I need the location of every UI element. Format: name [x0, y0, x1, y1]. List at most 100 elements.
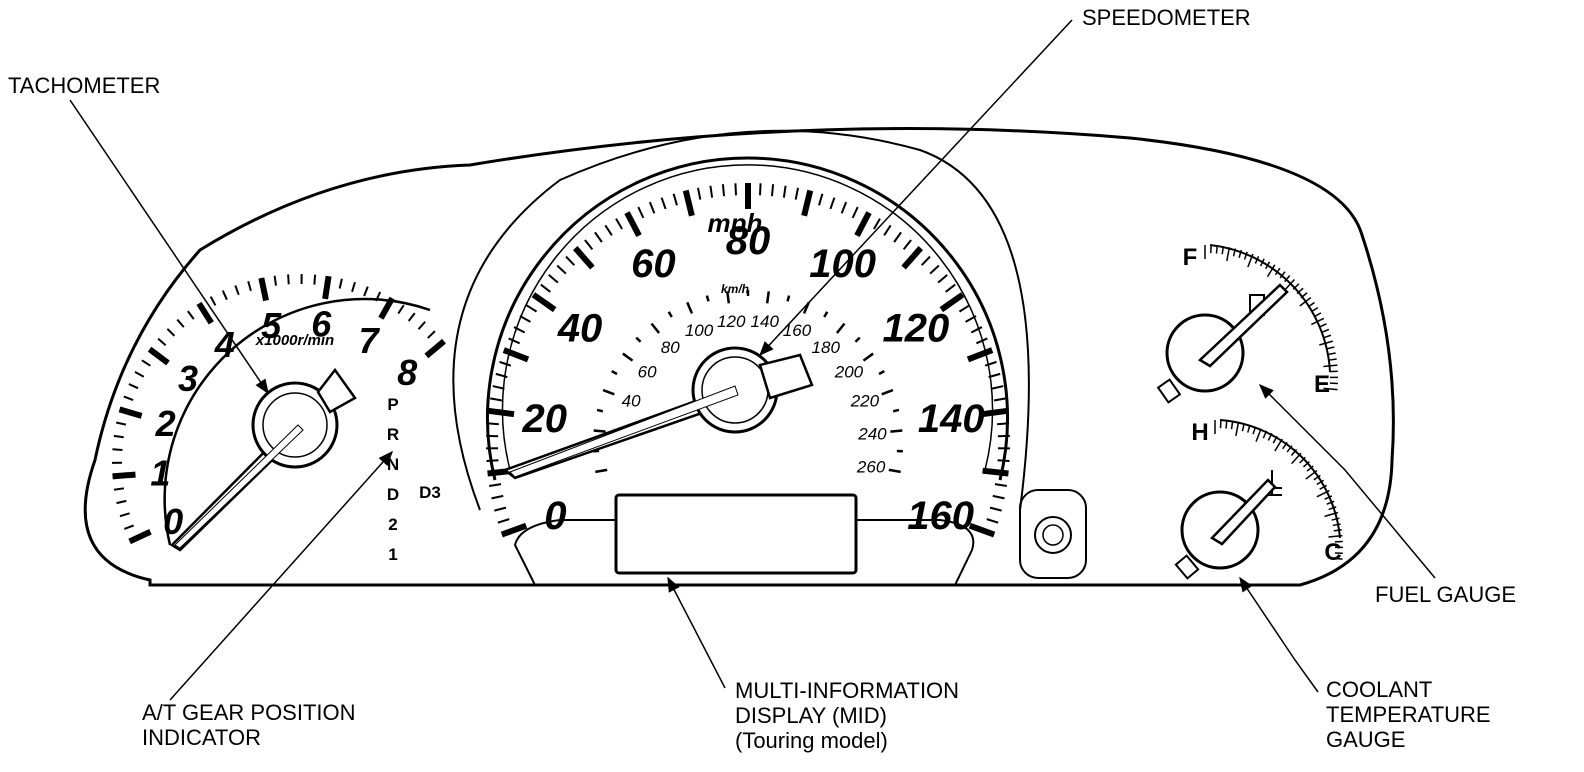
kmh-label: 240	[857, 424, 887, 443]
tach-tick	[123, 395, 134, 401]
tach-tick	[119, 512, 130, 518]
tach-label: 4	[214, 324, 235, 365]
tach-tick	[128, 529, 152, 545]
tach-tick	[166, 328, 176, 337]
coolant-tick	[1291, 452, 1302, 465]
speedometer-needle-body	[509, 385, 739, 478]
mph-tick	[540, 283, 551, 293]
kmh-label: 160	[783, 321, 812, 340]
mph-label: 20	[522, 397, 568, 441]
tach-tick	[338, 278, 343, 289]
mph-tick	[929, 264, 940, 275]
mph-tick	[794, 187, 799, 200]
fuel-tick	[1243, 251, 1248, 260]
mph-tick	[490, 397, 503, 402]
tach-tick	[128, 383, 139, 390]
coolant-tick	[1286, 445, 1293, 453]
trip-knob-center	[1042, 524, 1064, 546]
callout-mid-line2: DISPLAY (MID)	[735, 703, 887, 728]
mph-tick	[734, 183, 738, 196]
tach-tick	[351, 281, 356, 293]
kmh-label: 60	[638, 362, 657, 381]
coolant-tick	[1333, 529, 1342, 532]
fuel-tick	[1311, 317, 1325, 326]
fuel-tick	[1232, 248, 1237, 257]
mph-tick	[548, 274, 559, 284]
kmh-label: 220	[850, 392, 880, 411]
mph-tick	[648, 201, 656, 214]
mph-tick	[565, 255, 576, 266]
mph-label: 0	[544, 494, 566, 538]
tachometer-unit-label: x1000r/min	[255, 332, 334, 349]
speedometer-face-outer	[486, 156, 1009, 481]
tach-tick	[196, 301, 214, 325]
mph-tick	[572, 246, 595, 270]
mph-label: 100	[809, 242, 876, 286]
mph-tick	[997, 459, 1010, 462]
tach-tick	[112, 448, 123, 451]
kmh-tick	[862, 352, 874, 362]
tach-tick	[123, 524, 135, 530]
kmh-tick	[667, 311, 673, 318]
fuel-gauge-tick-marks	[1204, 245, 1339, 391]
mph-tick	[982, 467, 1009, 477]
kmh-tick	[705, 295, 710, 302]
mph-tick	[682, 189, 695, 217]
mph-tick	[486, 422, 499, 426]
fuel-tick	[1307, 301, 1315, 308]
trip-knob-housing	[1019, 489, 1087, 579]
kmh-label: 100	[685, 321, 714, 340]
tach-tick	[417, 321, 426, 330]
kmh-tick	[888, 468, 901, 474]
mph-tick	[893, 231, 902, 243]
coolant-tick	[1255, 428, 1262, 442]
mph-tick	[637, 206, 645, 219]
kmh-tick	[823, 311, 829, 318]
tach-tick	[322, 275, 332, 300]
kmh-tick	[878, 370, 885, 376]
fuel-tick	[1238, 249, 1243, 258]
kmh-tick	[650, 322, 661, 334]
gear-position-label: P	[387, 395, 398, 414]
kmh-tick	[854, 336, 861, 343]
mph-label: 60	[631, 242, 676, 286]
callout-gear-line2: INDICATOR	[142, 725, 261, 750]
fuel-tick	[1247, 253, 1254, 268]
tachometer-needle-tail	[316, 367, 357, 414]
callout-coolant-line1: COOLANT	[1326, 677, 1432, 702]
kmh-tick	[786, 295, 791, 302]
tach-label: 0	[163, 501, 183, 542]
mph-tick	[840, 201, 848, 214]
coolant-gauge-needle	[1210, 478, 1277, 546]
kmh-tick	[595, 468, 608, 474]
mid-leader-line	[667, 576, 726, 689]
tach-tick	[157, 337, 167, 346]
callout-speedometer: SPEEDOMETER	[1082, 5, 1251, 30]
fuel-tick	[1319, 340, 1333, 346]
callout-mid-line3: (Touring model)	[735, 728, 888, 753]
mph-tick	[818, 193, 824, 206]
fuel-tick	[1284, 275, 1291, 283]
callout-tachometer: TACHOMETER	[8, 73, 160, 98]
kmh-tick	[726, 291, 731, 304]
gear-d3-label: D3	[419, 483, 441, 502]
mph-tick	[782, 185, 787, 198]
tach-tick	[407, 312, 416, 322]
coolant-tick	[1316, 479, 1325, 486]
kmh-tick	[635, 336, 642, 343]
tach-tick	[287, 274, 290, 285]
tach-tick	[147, 346, 170, 366]
mph-tick	[958, 304, 971, 313]
mph-tick	[500, 522, 528, 538]
fuel-tick	[1310, 306, 1319, 313]
tach-tick	[427, 330, 436, 339]
kmh-tick	[686, 301, 694, 314]
tach-tick	[221, 290, 228, 301]
kmh-tick	[892, 408, 900, 413]
fuel-gauge-hub	[1165, 313, 1245, 393]
tachometer-hub	[251, 381, 339, 469]
fuel-tick	[1284, 279, 1295, 291]
kmh-label: 140	[751, 312, 780, 331]
tachometer-leader-line	[69, 99, 269, 395]
